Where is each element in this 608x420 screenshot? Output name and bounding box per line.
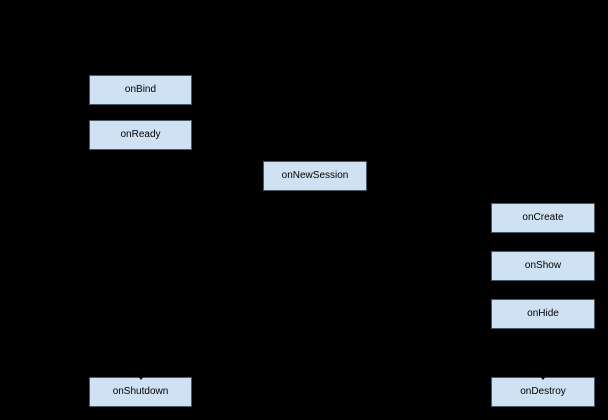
node-onhide-label: onHide bbox=[527, 308, 559, 319]
arrowhead-icon bbox=[138, 376, 144, 380]
node-onready-label: onReady bbox=[120, 129, 161, 140]
node-onbind-label: onBind bbox=[124, 84, 157, 95]
node-onshutdown: onShutdown bbox=[89, 377, 192, 407]
node-onshow: onShow bbox=[491, 251, 595, 281]
node-onbind: onBind bbox=[89, 75, 192, 105]
node-onshow-label: onShow bbox=[524, 260, 562, 271]
node-onhide: onHide bbox=[491, 299, 595, 329]
node-ondestroy: onDestroy bbox=[491, 377, 595, 407]
node-ondestroy-label: onDestroy bbox=[520, 386, 566, 397]
node-onready: onReady bbox=[89, 120, 192, 150]
node-onnewsession-label: onNewSession bbox=[281, 170, 349, 181]
arrowhead-icon bbox=[540, 376, 546, 380]
node-onshutdown-label: onShutdown bbox=[112, 386, 169, 397]
node-oncreate: onCreate bbox=[491, 203, 595, 233]
node-oncreate-label: onCreate bbox=[522, 212, 564, 223]
node-onnewsession: onNewSession bbox=[263, 161, 367, 191]
